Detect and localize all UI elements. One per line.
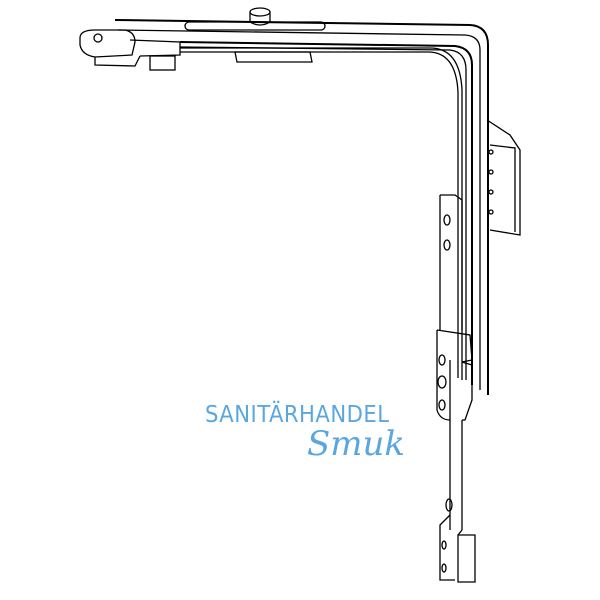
side-bracket: [486, 119, 521, 236]
top-horizontal-arm: [79, 7, 489, 395]
vertical-rod: [436, 194, 476, 583]
corner-bend: [180, 47, 463, 380]
